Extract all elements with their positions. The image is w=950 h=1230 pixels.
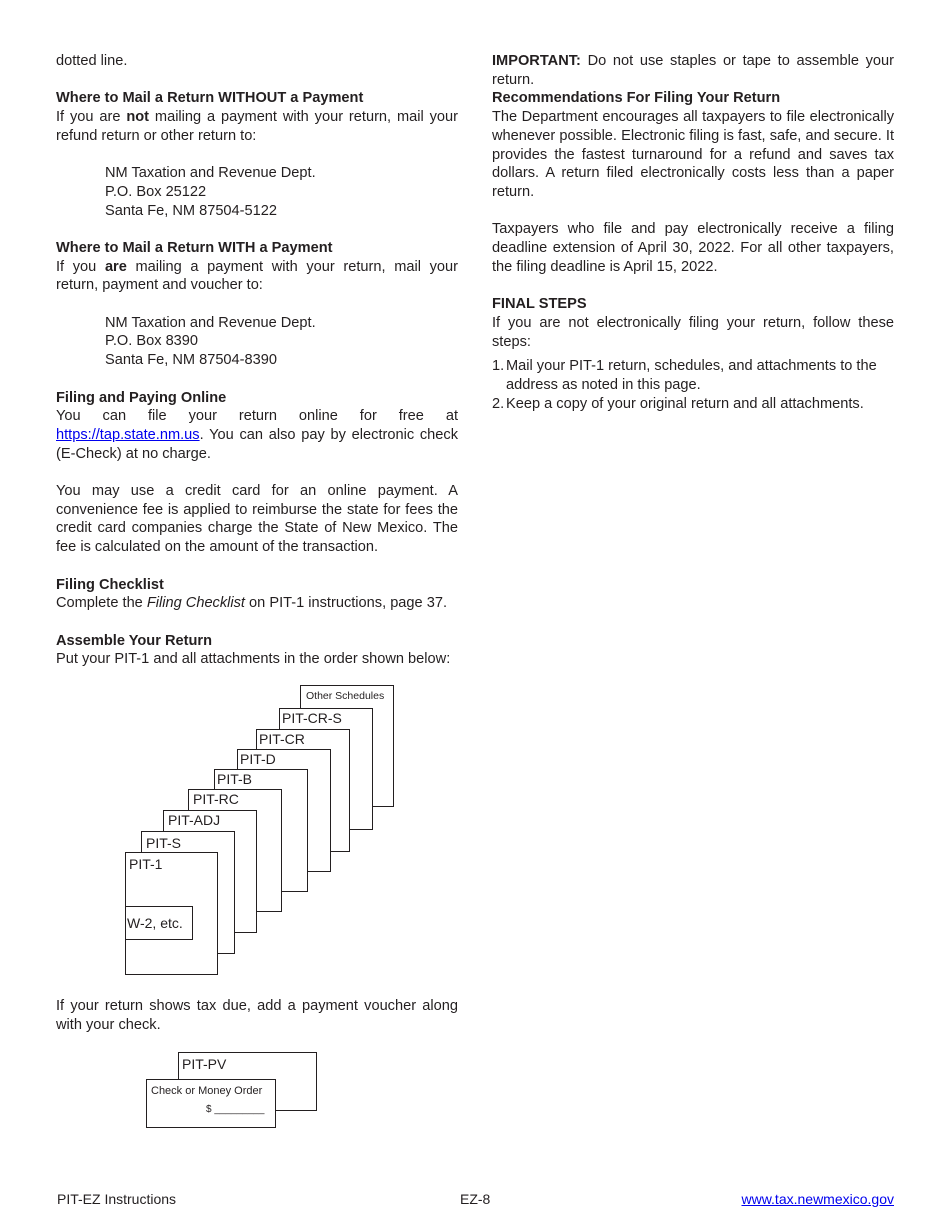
right-column: IMPORTANT: Do not use staples or tape to… (492, 52, 894, 413)
assemble-text: Put your PIT-1 and all attachments in th… (56, 651, 451, 668)
footer-page-number: EZ-8 (460, 1191, 491, 1207)
mail-without-text: If you are not mailing a payment with yo… (56, 109, 458, 144)
list-item: 1.Mail your PIT-1 return, schedules, and… (492, 358, 877, 393)
check-label: Check or Money Order (151, 1085, 263, 1097)
sheet-label: PIT-1 (129, 856, 163, 872)
mail-with-address: NM Taxation and Revenue Dept. P.O. Box 8… (56, 314, 458, 370)
sheet-label: PIT-CR-S (282, 710, 342, 726)
important-note: IMPORTANT: Do not use staples or tape to… (492, 53, 894, 88)
sheet-label: Other Schedules (306, 690, 385, 702)
online-text: You can file your return online for free… (56, 408, 458, 462)
left-column: dotted line. Where to Mail a Return WITH… (56, 52, 458, 669)
address-line: Santa Fe, NM 87504-8390 (105, 352, 277, 369)
sheet-label: PIT-S (146, 835, 182, 851)
mail-with-heading: Where to Mail a Return WITH a Payment (56, 239, 333, 256)
mail-without-heading: Where to Mail a Return WITHOUT a Payment (56, 90, 364, 107)
final-steps-list: 1.Mail your PIT-1 return, schedules, and… (492, 357, 894, 413)
voucher-text: If your return shows tax due, add a paym… (56, 998, 458, 1033)
footer-website-link[interactable]: www.tax.newmexico.gov (741, 1191, 894, 1207)
address-line: Santa Fe, NM 87504-5122 (105, 202, 277, 219)
address-line: NM Taxation and Revenue Dept. (105, 165, 316, 182)
sheet-label: PIT-ADJ (168, 812, 221, 828)
mail-with-text: If you are mailing a payment with your r… (56, 258, 458, 294)
final-steps-intro: If you are not electronically filing you… (492, 314, 894, 350)
mail-without-address: NM Taxation and Revenue Dept. P.O. Box 2… (56, 164, 458, 220)
sheet-label: PIT-CR (259, 731, 305, 747)
assemble-heading: Assemble Your Return (56, 632, 212, 649)
sheet-label: PIT-PV (182, 1056, 227, 1072)
tap-link[interactable]: https://tap.state.nm.us (56, 426, 200, 443)
sheet-label: PIT-D (240, 751, 276, 767)
address-line: NM Taxation and Revenue Dept. (105, 314, 316, 331)
checklist-text: Complete the Filing Checklist on PIT-1 i… (56, 595, 447, 612)
deadline-text: Taxpayers who file and pay electronicall… (492, 221, 894, 275)
online-heading: Filing and Paying Online (56, 389, 227, 406)
sheet-label: PIT-RC (193, 791, 239, 807)
check-slip: Check or Money Order $ _________ (146, 1079, 276, 1128)
address-line: P.O. Box 25122 (105, 183, 207, 200)
credit-card-text: You may use a credit card for an online … (56, 483, 458, 556)
checklist-heading: Filing Checklist (56, 576, 164, 593)
address-line: P.O. Box 8390 (105, 333, 199, 350)
sheet-w2: W-2, etc. (125, 906, 193, 940)
final-steps-heading: FINAL STEPS (492, 296, 587, 313)
check-amount: $ _________ (206, 1104, 265, 1115)
list-item: 2.Keep a copy of your original return an… (492, 395, 864, 412)
recommend-heading: Recommendations For Filing Your Return (492, 90, 781, 107)
footer-doc-name: PIT-EZ Instructions (57, 1191, 177, 1207)
sheet-label: PIT-B (217, 771, 253, 787)
sheet-label: W-2, etc. (127, 915, 183, 931)
recommend-text: The Department encourages all taxpayers … (492, 109, 894, 200)
intro-text: dotted line. (56, 53, 128, 69)
